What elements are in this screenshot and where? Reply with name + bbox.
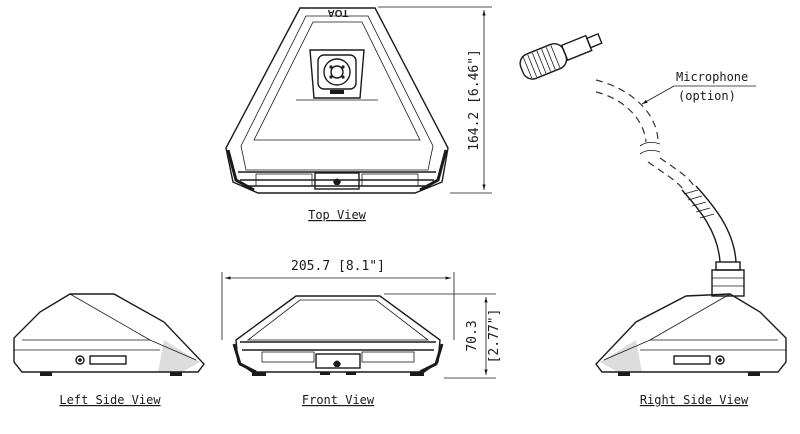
microphone-callout-label: Microphone <box>676 70 748 84</box>
microphone-leader-line <box>641 85 675 105</box>
front-view-label: Front View <box>302 393 375 407</box>
microphone-drawing <box>519 32 745 297</box>
right-side-view-label: Right Side View <box>640 393 749 407</box>
left-side-view-label: Left Side View <box>59 393 161 407</box>
width-dimension: 205.7 [8.1"] <box>291 259 385 274</box>
left-side-view-drawing <box>13 293 205 376</box>
microphone-callout-note: (option) <box>678 89 736 103</box>
top-view-label: Top View <box>308 208 367 222</box>
front-view-drawing <box>221 272 496 379</box>
depth-dimension: 164.2 [6.46"] <box>467 49 482 151</box>
top-view-drawing: TOA <box>225 6 492 194</box>
height-dimension-in: [2.77"] <box>487 309 502 364</box>
height-dimension-mm: 70.3 <box>465 320 480 351</box>
brand-logo-text: TOA <box>328 7 349 18</box>
right-side-view-drawing <box>595 293 787 376</box>
